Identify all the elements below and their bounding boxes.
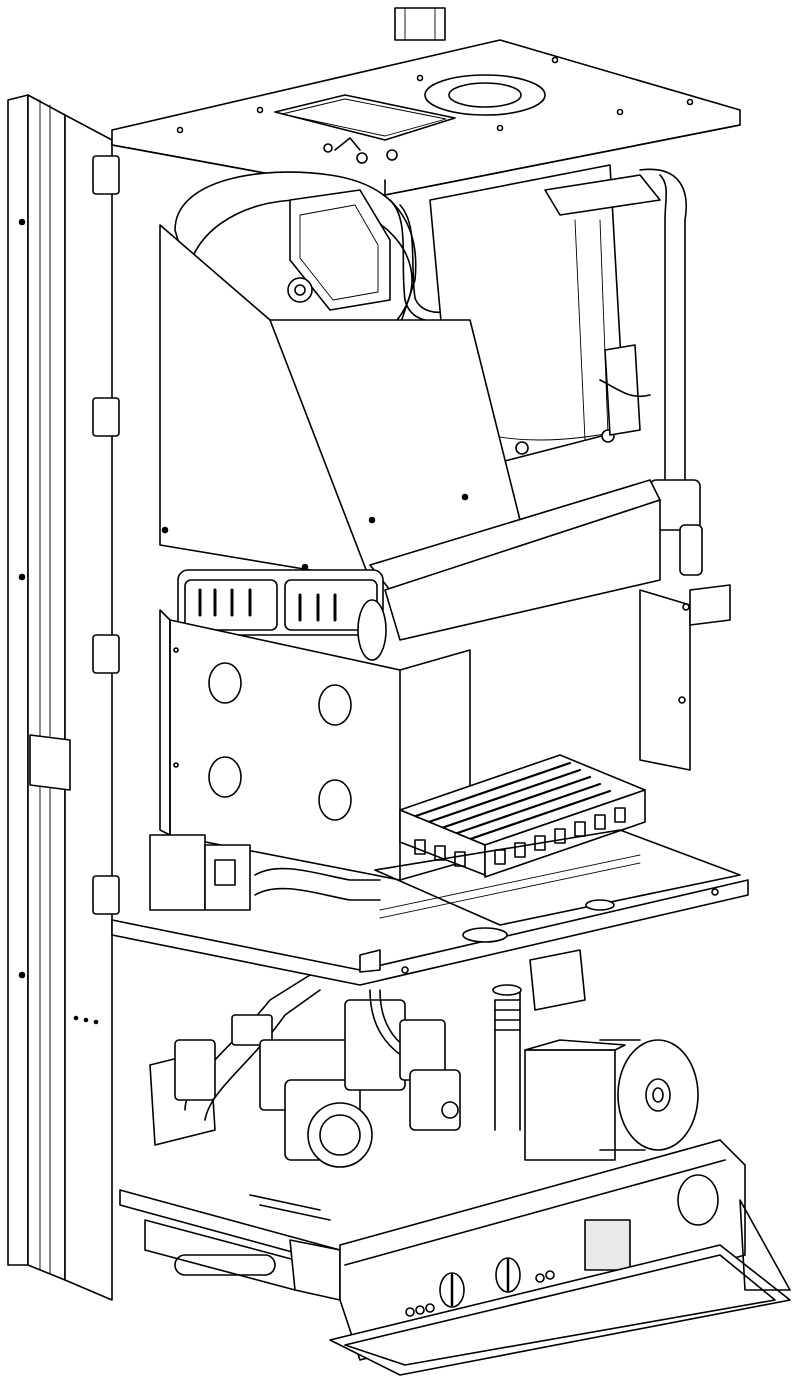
front-cover — [329, 1199, 791, 1376]
burner — [399, 754, 646, 878]
combustion-hood — [159, 224, 661, 641]
sight-glass-strip — [177, 569, 387, 661]
ignition-block — [149, 834, 381, 911]
left-side-frame — [7, 94, 113, 1301]
middle-tray — [111, 829, 749, 986]
hydraulic-group — [149, 949, 699, 1168]
top-plate — [111, 39, 741, 196]
flow-pipe — [599, 168, 703, 576]
control-panel — [339, 1139, 746, 1361]
chamber-side-wall — [639, 584, 731, 771]
frame-mounting-tabs — [92, 155, 120, 915]
wall-bracket-top — [394, 7, 446, 41]
combustion-chamber-panel — [159, 609, 471, 881]
